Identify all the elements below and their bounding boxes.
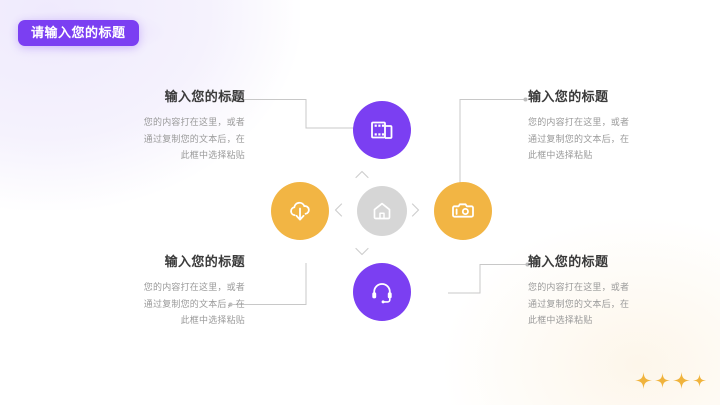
- sparkle-star-icon: [673, 372, 690, 389]
- block-heading: 输入您的标题: [528, 254, 609, 269]
- connector-top-left: [228, 97, 356, 129]
- block-body-line: 通过复制您的文本后，在: [528, 133, 630, 144]
- block-body-line: 通过复制您的文本后，在: [528, 298, 630, 309]
- sparkle-star-icon: [655, 373, 670, 388]
- node-circle-headset[interactable]: [353, 263, 411, 321]
- block-body-line: 此框中选择粘贴: [180, 315, 245, 326]
- block-body: 您的内容打在这里，或者 通过复制您的文本后，在 此框中选择粘贴: [528, 279, 685, 329]
- text-block-bottom-left: 输入您的标题 您的内容打在这里，或者 通过复制您的文本后，在 此框中选择粘贴: [88, 255, 245, 329]
- node-circle-cloud-download[interactable]: [271, 182, 329, 240]
- sparkle-decoration: [635, 372, 706, 389]
- connector-top-right: [459, 97, 528, 183]
- node-circle-film[interactable]: [353, 101, 411, 159]
- chevron-up-icon: [355, 166, 369, 184]
- film-icon: [369, 117, 395, 143]
- block-body-line: 您的内容打在这里，或者: [143, 282, 245, 292]
- block-body: 您的内容打在这里，或者 通过复制您的文本后，在 此框中选择粘贴: [88, 114, 245, 164]
- block-body-line: 通过复制您的文本后，在: [143, 133, 245, 144]
- home-icon: [371, 200, 393, 222]
- block-heading: 输入您的标题: [164, 254, 245, 269]
- chevron-left-icon: [334, 203, 343, 222]
- camera-icon: [449, 197, 477, 225]
- text-block-top-right: 输入您的标题 您的内容打在这里，或者 通过复制您的文本后，在 此框中选择粘贴: [528, 90, 685, 164]
- block-body-line: 此框中选择粘贴: [180, 150, 245, 161]
- block-body-line: 此框中选择粘贴: [528, 315, 593, 326]
- block-body-line: 您的内容打在这里，或者: [143, 117, 245, 127]
- node-circle-home[interactable]: [357, 186, 407, 236]
- block-body-line: 您的内容打在这里，或者: [528, 117, 630, 127]
- page-title-badge: 请输入您的标题: [18, 20, 139, 46]
- connector-bottom-right: [448, 262, 530, 294]
- headset-icon: [369, 279, 395, 305]
- block-body-line: 通过复制您的文本后，在: [143, 298, 245, 309]
- block-body: 您的内容打在这里，或者 通过复制您的文本后，在 此框中选择粘贴: [88, 279, 245, 329]
- cloud-download-icon: [286, 197, 314, 225]
- chevron-down-icon: [355, 243, 369, 261]
- block-heading: 输入您的标题: [528, 89, 609, 104]
- block-body: 您的内容打在这里，或者 通过复制您的文本后，在 此框中选择粘贴: [528, 114, 685, 164]
- block-body-line: 此框中选择粘贴: [528, 150, 593, 161]
- text-block-top-left: 输入您的标题 您的内容打在这里，或者 通过复制您的文本后，在 此框中选择粘贴: [88, 90, 245, 164]
- node-circle-camera[interactable]: [434, 182, 492, 240]
- connector-bottom-left: [228, 263, 307, 307]
- block-heading: 输入您的标题: [164, 89, 245, 104]
- chevron-right-icon: [411, 203, 420, 222]
- block-body-line: 您的内容打在这里，或者: [528, 282, 630, 292]
- sparkle-star-icon: [635, 372, 652, 389]
- text-block-bottom-right: 输入您的标题 您的内容打在这里，或者 通过复制您的文本后，在 此框中选择粘贴: [528, 255, 685, 329]
- sparkle-star-icon: [693, 374, 706, 387]
